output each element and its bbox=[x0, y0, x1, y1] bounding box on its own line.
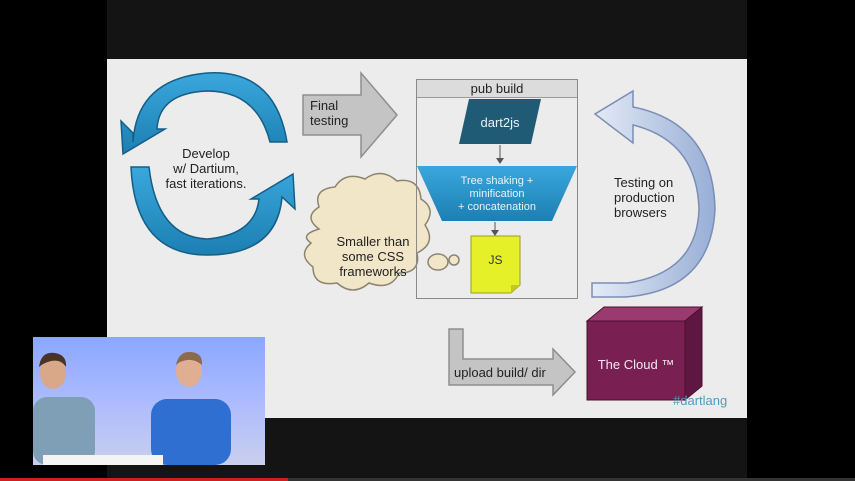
pub-build-box: pub build bbox=[416, 79, 578, 299]
final-testing-arrow bbox=[302, 70, 398, 160]
final-testing-label: Final testing bbox=[310, 98, 349, 128]
js-label: JS bbox=[488, 253, 503, 267]
video-progress-fill bbox=[0, 478, 288, 481]
develop-label: Develop w/ Dartium, fast iterations. bbox=[165, 146, 247, 191]
dart2js-shape bbox=[459, 99, 541, 144]
tree-shaking-label: Tree shaking + minification + concatenat… bbox=[458, 175, 536, 213]
dart2js-label: dart2js bbox=[480, 115, 520, 130]
js-file-note bbox=[470, 235, 521, 294]
speakers-illustration bbox=[33, 351, 231, 465]
tree-shaking-funnel bbox=[417, 166, 577, 221]
cycle-arrow-bottom bbox=[130, 166, 296, 256]
cloud-box-label: The Cloud ™ bbox=[597, 357, 675, 372]
cloud-bubble-label: Smaller than some CSS frameworks bbox=[336, 234, 410, 279]
cycle-arrow-top bbox=[120, 72, 288, 156]
connector-dart2js-to-funnel bbox=[496, 145, 504, 164]
upload-arrow bbox=[448, 328, 577, 397]
return-arrow bbox=[591, 89, 716, 298]
hashtag: #dartlang bbox=[673, 393, 728, 408]
diagram-canvas bbox=[120, 70, 716, 402]
upload-label: upload build/ dir bbox=[454, 365, 546, 380]
video-progress-bar[interactable] bbox=[0, 478, 855, 481]
speaker-right bbox=[151, 351, 231, 465]
pub-build-title: pub build bbox=[417, 80, 577, 98]
cloud-cube bbox=[585, 305, 704, 402]
connector-funnel-to-js bbox=[491, 222, 499, 236]
speaker-left bbox=[33, 352, 95, 465]
speaker-video-pip bbox=[33, 337, 265, 465]
testing-production-label: Testing on production browsers bbox=[614, 175, 675, 220]
thought-cloud bbox=[303, 172, 460, 291]
